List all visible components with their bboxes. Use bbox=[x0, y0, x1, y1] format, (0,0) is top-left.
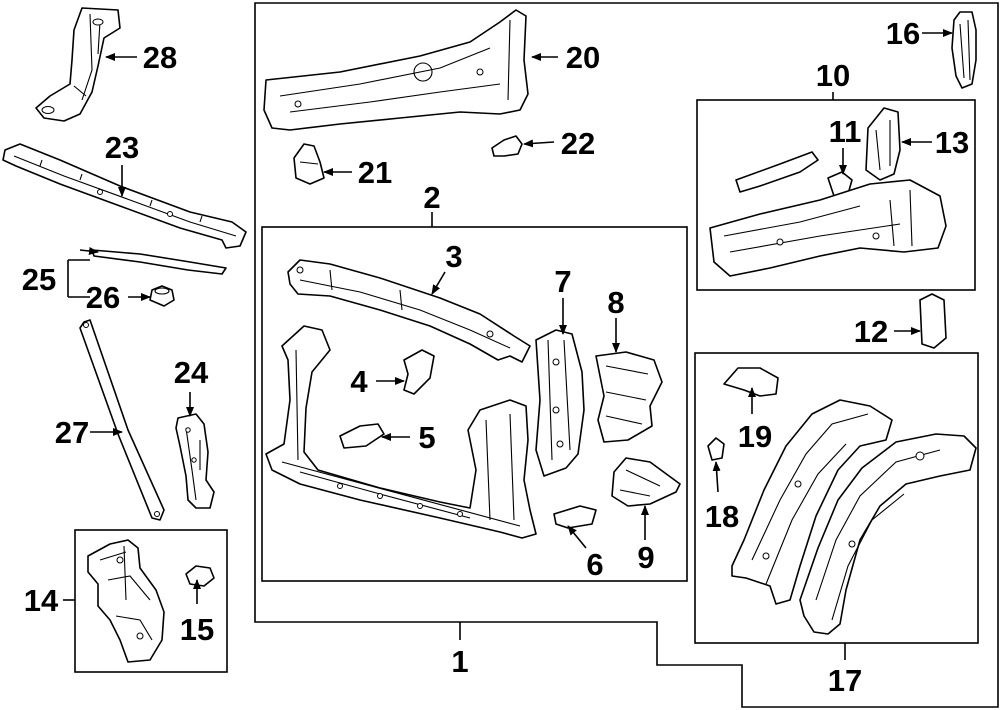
part-17-rail-right bbox=[799, 433, 977, 635]
part-28-bracket bbox=[35, 7, 121, 122]
part-18-clip bbox=[707, 437, 725, 461]
part-15-clip bbox=[185, 565, 215, 587]
part-24-bracket bbox=[175, 413, 215, 509]
callout-27: 27 bbox=[55, 415, 89, 450]
callout-24: 24 bbox=[174, 355, 209, 390]
callout-4: 4 bbox=[350, 364, 368, 399]
part-21-bracket bbox=[293, 143, 325, 185]
callout-2: 2 bbox=[423, 180, 440, 215]
callout-14: 14 bbox=[24, 583, 59, 618]
callout-17: 17 bbox=[828, 663, 862, 698]
part-26-grommet bbox=[149, 285, 175, 307]
part-3-upper-support bbox=[287, 259, 531, 363]
callout-1: 1 bbox=[451, 644, 468, 679]
part-7-support bbox=[535, 329, 585, 477]
part-4-bracket bbox=[403, 349, 435, 395]
callout-3: 3 bbox=[445, 239, 462, 274]
callout-7: 7 bbox=[554, 264, 571, 299]
part-12-bracket bbox=[919, 293, 947, 349]
part-13-bracket bbox=[865, 107, 901, 181]
callout-28: 28 bbox=[143, 40, 177, 75]
callout-16: 16 bbox=[886, 16, 920, 51]
callout-8: 8 bbox=[607, 285, 624, 320]
part-17-rail-left bbox=[731, 399, 893, 605]
part-16-bracket bbox=[951, 11, 977, 89]
callout-5: 5 bbox=[418, 420, 435, 455]
part-10-panel bbox=[709, 179, 947, 277]
callout-leaders bbox=[63, 29, 953, 660]
callout-22: 22 bbox=[561, 126, 595, 161]
part-22-bracket bbox=[491, 135, 523, 157]
part-6-clip bbox=[553, 505, 597, 529]
part-10-strip bbox=[735, 151, 819, 193]
part-20-cowl bbox=[263, 9, 529, 131]
callout-9: 9 bbox=[637, 540, 654, 575]
callout-18: 18 bbox=[705, 499, 739, 534]
callout-23: 23 bbox=[105, 130, 139, 165]
callout-10: 10 bbox=[816, 58, 850, 93]
part-19-bracket bbox=[723, 367, 779, 397]
callout-20: 20 bbox=[566, 40, 600, 75]
part-5-bracket bbox=[339, 423, 385, 449]
part-25-strip bbox=[91, 249, 227, 275]
assembly-1-frame bbox=[254, 2, 999, 708]
part-14-bracket bbox=[87, 539, 165, 663]
callout-26: 26 bbox=[86, 280, 120, 315]
part-8-deflector bbox=[595, 351, 663, 443]
callout-25: 25 bbox=[22, 262, 56, 297]
part-27-rod bbox=[79, 319, 165, 521]
callout-6: 6 bbox=[586, 547, 603, 582]
callout-11: 11 bbox=[829, 114, 862, 149]
callout-13: 13 bbox=[935, 125, 969, 160]
callout-12: 12 bbox=[854, 314, 888, 349]
part-9-bracket bbox=[611, 457, 681, 507]
group-2-frame bbox=[261, 226, 688, 582]
group-17-frame bbox=[694, 352, 979, 644]
callout-19: 19 bbox=[738, 419, 772, 454]
callout-21: 21 bbox=[358, 155, 392, 190]
radiator-support-frame bbox=[265, 325, 537, 539]
group-14-frame bbox=[74, 529, 228, 673]
group-10-frame bbox=[696, 99, 976, 291]
callout-15: 15 bbox=[180, 612, 214, 647]
